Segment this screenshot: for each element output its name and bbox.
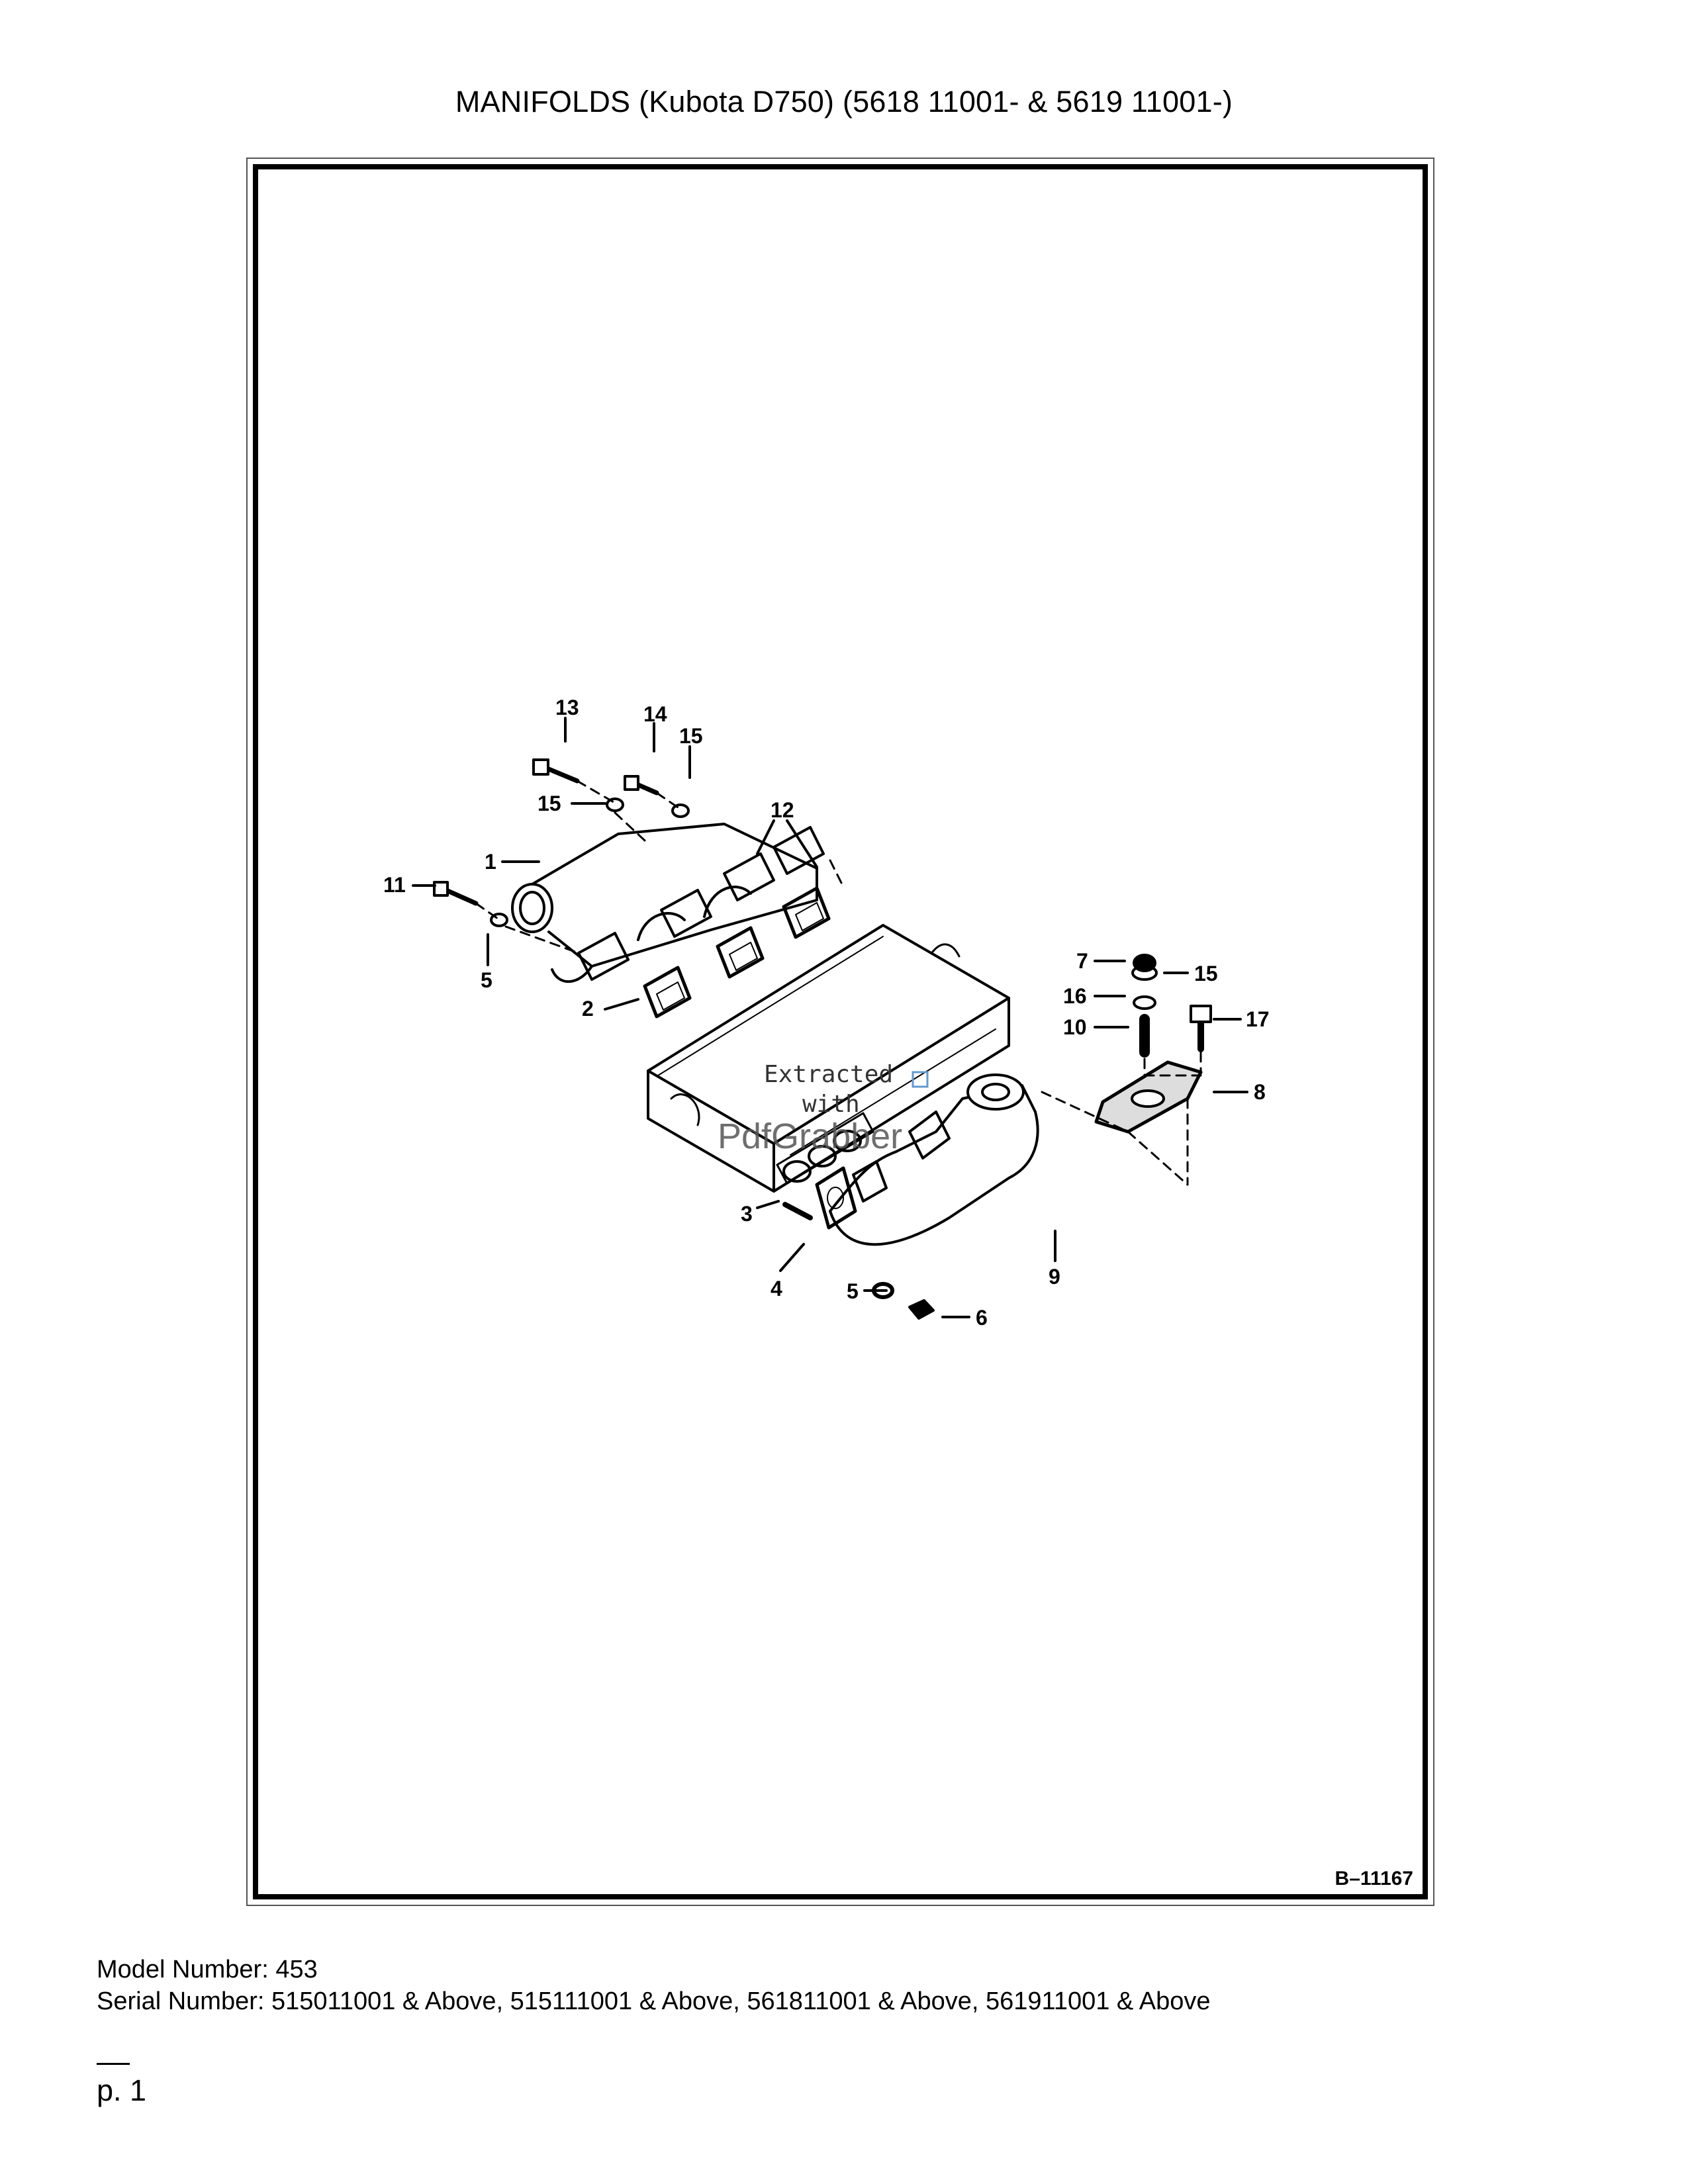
- model-number: Model Number: 453: [97, 1956, 318, 1983]
- callout-11: 11: [383, 873, 406, 897]
- intake-gaskets: [643, 886, 831, 1019]
- intake-manifold: [511, 823, 825, 983]
- figure-id: B–11167: [1335, 1868, 1413, 1889]
- leader-lines: [412, 717, 1248, 1318]
- watermark-line2: with: [802, 1091, 860, 1118]
- page-number: p. 1: [97, 2073, 147, 2107]
- callout-3: 3: [741, 1202, 753, 1226]
- exploded-parts-diagram: Extracted with PdfGrabber 13 14 15 15 12…: [383, 696, 1270, 1330]
- callout-7: 7: [1076, 949, 1088, 973]
- callout-10: 10: [1063, 1015, 1087, 1039]
- callout-13: 13: [555, 696, 579, 719]
- callout-15: 15: [538, 792, 561, 815]
- callout-5: 5: [481, 968, 492, 992]
- watermark-line3: PdfGrabber: [718, 1116, 902, 1156]
- callout-9: 9: [1049, 1265, 1060, 1289]
- callout-14: 14: [643, 702, 667, 726]
- manifold-bolts: [433, 758, 690, 927]
- figure-border: [253, 164, 1428, 1899]
- callout-6: 6: [976, 1306, 988, 1330]
- watermark: Extracted with PdfGrabber: [718, 1061, 929, 1156]
- exhaust-manifold: [829, 1073, 1039, 1246]
- callout-5: 5: [847, 1279, 859, 1303]
- callout-17: 17: [1246, 1007, 1270, 1031]
- exhaust-gasket: [815, 1166, 857, 1230]
- page-title: MANIFOLDS (Kubota D750) (5618 11001- & 5…: [455, 85, 1233, 118]
- flange-gasket: [1094, 1060, 1203, 1134]
- stud-stack: [1131, 954, 1212, 1058]
- watermark-logo-icon: [912, 1071, 929, 1088]
- figure-frame: Extracted with PdfGrabber 13 14 15 15 12…: [246, 158, 1434, 1906]
- exhaust-fasteners: [782, 1202, 935, 1320]
- callout-8: 8: [1254, 1080, 1266, 1104]
- callout-15: 15: [1194, 962, 1218, 985]
- callout-2: 2: [582, 997, 594, 1021]
- callout-4: 4: [771, 1277, 782, 1300]
- watermark-line1: Extracted: [764, 1061, 893, 1088]
- assembly-lines: [475, 780, 1202, 1186]
- serial-number: Serial Number: 515011001 & Above, 515111…: [97, 1987, 1211, 2015]
- callout-15: 15: [679, 724, 703, 748]
- callout-12: 12: [771, 798, 794, 822]
- callout-labels: 13 14 15 15 12 1 11 5 2 7 15 16 17 10 8 …: [383, 696, 1270, 1330]
- callout-1: 1: [485, 850, 496, 874]
- cylinder-head-block: [647, 924, 1010, 1193]
- page-separator: [97, 2063, 130, 2065]
- callout-16: 16: [1063, 984, 1087, 1008]
